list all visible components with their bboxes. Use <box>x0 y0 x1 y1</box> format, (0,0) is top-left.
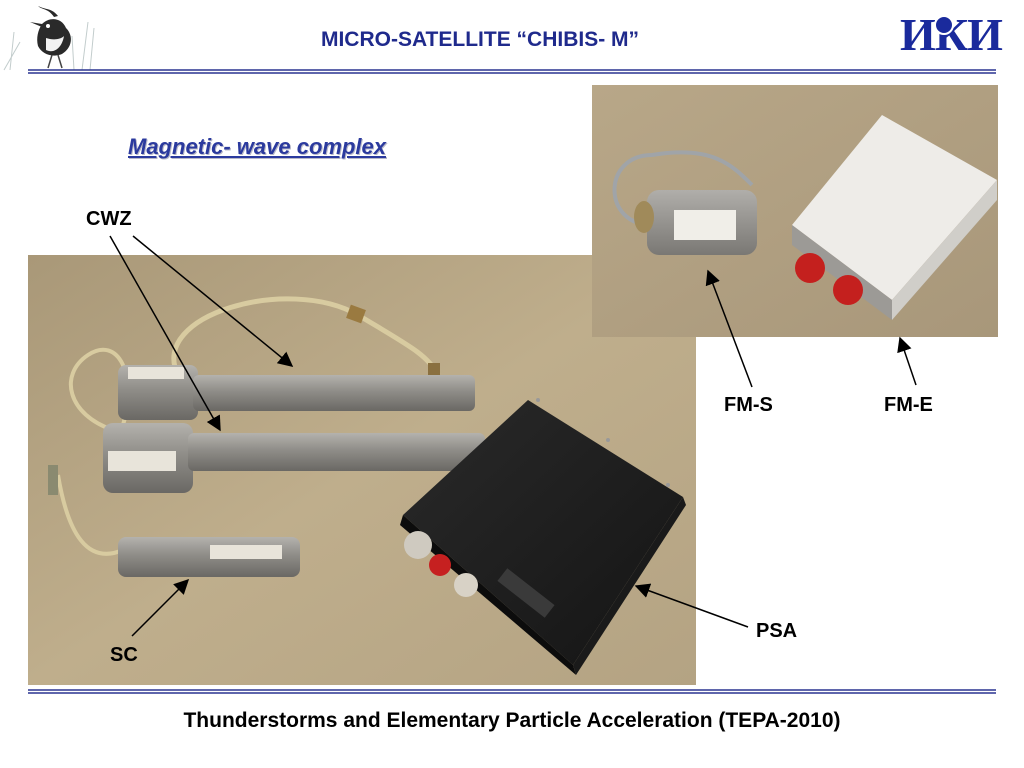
label-sc: SC <box>110 644 138 666</box>
footer-divider <box>28 689 996 694</box>
fm-e-arrow <box>897 336 917 386</box>
cwz-arrow-2 <box>109 235 221 432</box>
fm-instrument-photo <box>592 85 998 337</box>
label-psa: PSA <box>756 620 798 642</box>
lapwing-bird-logo <box>3 6 95 71</box>
slide-header-title: MICRO-SATELLITE “CHIBIS- M” <box>320 28 640 51</box>
main-instrument-photo <box>28 255 696 685</box>
label-cwz: CWZ <box>86 208 132 230</box>
section-subtitle: Magnetic- wave complex <box>128 134 386 159</box>
sc-arrow <box>131 578 190 637</box>
cwz-arrow-1 <box>132 235 294 367</box>
slide-footer-text: Thunderstorms and Elementary Particle Ac… <box>183 709 841 732</box>
label-fm-e: FM-E <box>884 394 933 416</box>
fm-s-arrow <box>705 269 753 388</box>
iki-logo-dot <box>934 15 954 35</box>
header-divider <box>28 69 996 74</box>
psa-arrow <box>634 583 749 628</box>
label-fm-s: FM-S <box>724 394 773 416</box>
